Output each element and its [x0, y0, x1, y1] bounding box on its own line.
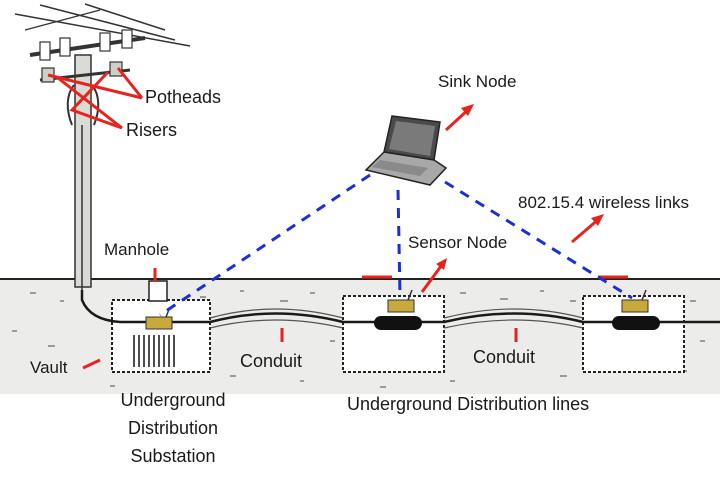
label-substation-line2: Distribution: [127, 418, 219, 438]
ground-speckles: [12, 290, 705, 388]
label-conduit-right: Conduit: [473, 347, 536, 367]
conduit-lines: [209, 308, 584, 329]
label-risers: Risers: [126, 120, 178, 140]
substation-equipment: [133, 335, 175, 367]
sink-node-laptop: [364, 115, 448, 186]
label-manhole: Manhole: [104, 240, 170, 259]
manhole-structure-right: [582, 295, 685, 373]
sensor-node-right: [621, 289, 649, 313]
sensor-node-mid: [387, 289, 415, 313]
label-vault: Vault: [30, 358, 68, 377]
label-substation-line1: Underground: [120, 390, 226, 410]
label-substation-line3: Substation: [130, 446, 216, 466]
vault-structure: [111, 280, 211, 373]
label-sensor-node: Sensor Node: [408, 233, 508, 252]
pothead-riser-pointers: [47, 67, 144, 130]
cable-joint-mid: [374, 316, 422, 330]
pointer-arrowheads: [436, 104, 604, 270]
cable-joint-right: [612, 316, 660, 330]
label-wireless-links: 802.15.4 wireless links: [518, 193, 690, 212]
label-conduit-left: Conduit: [240, 351, 303, 371]
label-sink-node: Sink Node: [438, 72, 517, 91]
wireless-links: [159, 173, 633, 317]
distribution-cable: [80, 290, 720, 324]
label-potheads: Potheads: [145, 87, 222, 107]
label-distribution-lines: Underground Distribution lines: [347, 394, 590, 414]
